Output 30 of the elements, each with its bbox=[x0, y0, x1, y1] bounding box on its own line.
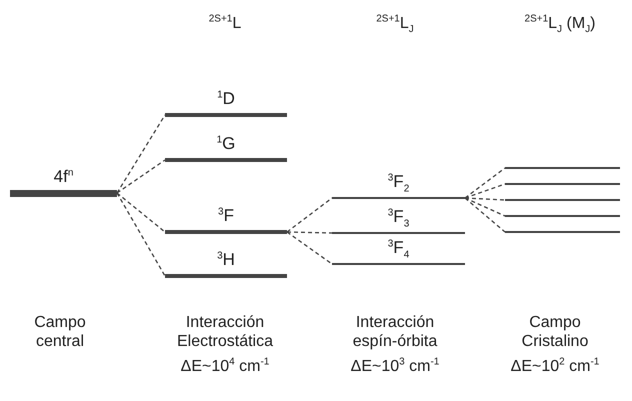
level-label: 4f$^{n}$ bbox=[54, 167, 74, 187]
dashed-connector bbox=[116, 159, 166, 194]
term-symbol-heading: $^{2S+1}$L bbox=[208, 14, 242, 33]
level-label: $^{3}$F$_{4}$ bbox=[388, 238, 410, 258]
dashed-connector bbox=[464, 197, 506, 201]
level-label: $^{3}$F$_{2}$ bbox=[388, 172, 410, 192]
column-caption: Interacción Electrostática bbox=[176, 313, 274, 351]
column-caption: Campo Cristalino bbox=[520, 313, 590, 351]
dashed-connector bbox=[116, 192, 166, 276]
term-symbol-heading: $^{2S+1}$L$_{J}$ (M$_{J}$) bbox=[524, 14, 596, 33]
dashed-connector bbox=[286, 231, 332, 265]
term-symbol-heading: $^{2S+1}$L$_{J}$ bbox=[376, 14, 414, 33]
energy-scale-text: ΔE~10$^{4}$ cm$^{-1}$ bbox=[180, 357, 270, 376]
dashed-connector bbox=[464, 183, 506, 199]
level-label: $^{3}$F bbox=[218, 206, 234, 226]
level-label: $^{3}$F$_{3}$ bbox=[388, 207, 410, 227]
dashed-connector bbox=[464, 198, 506, 232]
column-caption: Interacción espín-órbita bbox=[352, 313, 438, 351]
energy-scale-text: ΔE~10$^{2}$ cm$^{-1}$ bbox=[510, 357, 600, 376]
dashed-connector bbox=[286, 197, 332, 233]
column-caption: Campo central bbox=[33, 313, 87, 351]
dashed-connector bbox=[116, 114, 166, 194]
dashed-connector bbox=[464, 167, 506, 199]
dashed-connector bbox=[464, 197, 506, 217]
energy-scale-text: ΔE~10$^{3}$ cm$^{-1}$ bbox=[350, 357, 440, 376]
level-label: $^{1}$G bbox=[216, 134, 236, 154]
dashed-connector bbox=[286, 231, 332, 234]
level-label: $^{3}$H bbox=[217, 250, 235, 270]
level-label: $^{1}$D bbox=[217, 89, 235, 109]
dashed-connector bbox=[116, 192, 166, 232]
